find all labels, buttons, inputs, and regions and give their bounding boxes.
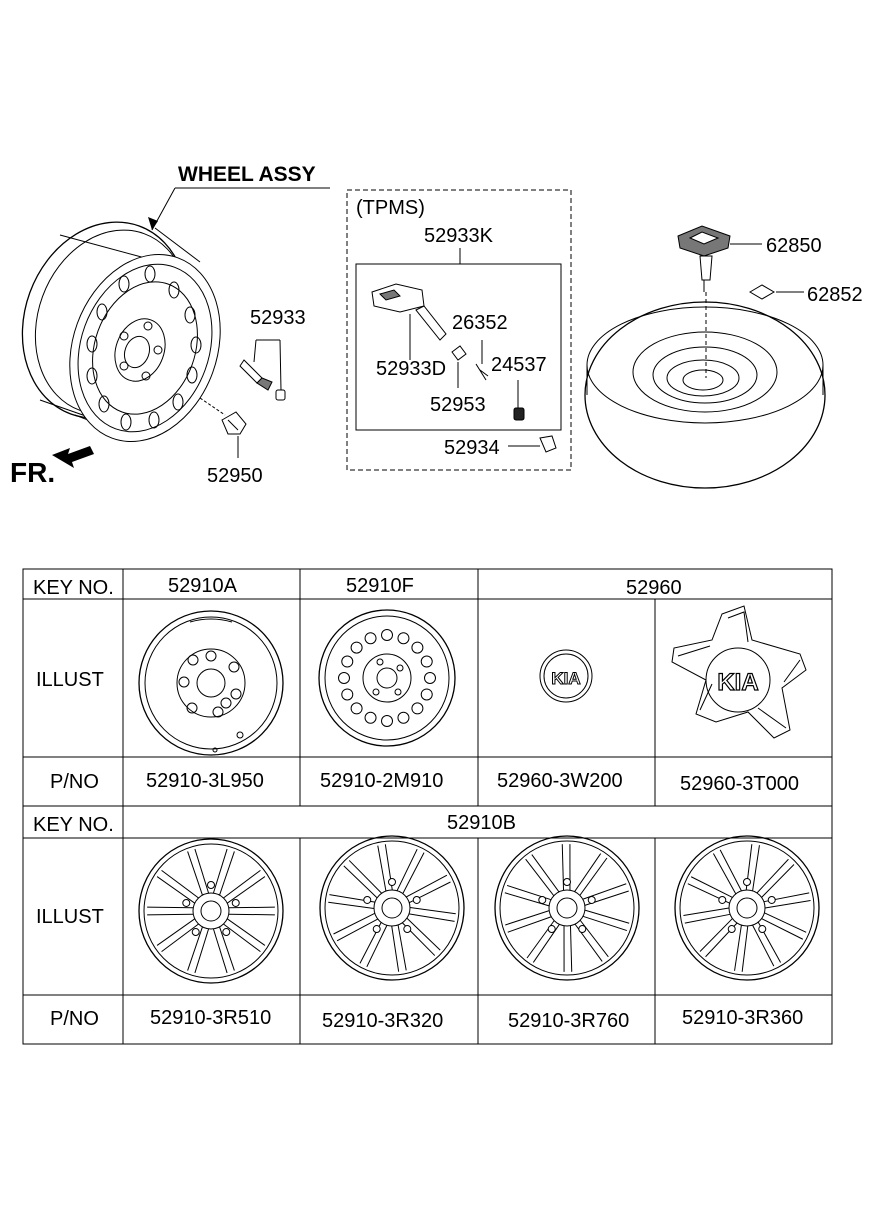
callout-24537: 24537 (491, 354, 547, 376)
key-52910B: 52910B (447, 812, 516, 834)
pno-header-1: P/NO (50, 771, 99, 793)
pno-52960-3W200: 52960-3W200 (497, 770, 623, 792)
alloy-wheel-52910-3R760 (494, 835, 640, 981)
callout-52933K: 52933K (424, 225, 494, 247)
alloy-wheel-52910-3R510 (138, 838, 284, 984)
key-52910F: 52910F (346, 575, 414, 597)
callout-52934: 52934 (444, 437, 500, 459)
callout-52933D: 52933D (376, 358, 446, 380)
kia-emblem-text-small: KIA (551, 669, 580, 688)
tpms-label: (TPMS) (356, 197, 425, 219)
kia-emblem-text-large: KIA (717, 669, 758, 696)
wheel-nut-part (221, 411, 247, 458)
parts-table (22, 568, 833, 1045)
pno-52910-2M910: 52910-2M910 (320, 770, 443, 792)
key-52910A: 52910A (168, 575, 238, 597)
pno-52910-3R320: 52910-3R320 (322, 1010, 443, 1032)
front-direction-arrow-icon (52, 446, 94, 468)
illust-center-cap-52960-3T000: KIA (671, 605, 807, 739)
pno-52960-3T000: 52960-3T000 (680, 773, 799, 795)
wheel-assembly-drawing (21, 187, 330, 443)
pno-52910-3R510: 52910-3R510 (150, 1007, 271, 1029)
key-no-header-2: KEY NO. (33, 814, 114, 836)
valve-stem-part (199, 339, 286, 416)
key-no-header-1: KEY NO. (33, 577, 114, 599)
wheel-assy-label: WHEEL ASSY (178, 163, 316, 186)
illust-header-1: ILLUST (36, 669, 104, 691)
tpms-group (346, 189, 572, 471)
callout-62850: 62850 (766, 235, 822, 257)
key-52960: 52960 (626, 577, 682, 599)
pno-header-2: P/NO (50, 1008, 99, 1030)
illust-alloy-wheels-row (138, 835, 820, 984)
pno-52910-3R760: 52910-3R760 (508, 1010, 629, 1032)
callout-52933: 52933 (250, 307, 306, 329)
callout-26352: 26352 (452, 312, 508, 334)
callout-52953: 52953 (430, 394, 486, 416)
alloy-wheel-52910-3R320 (319, 835, 465, 981)
alloy-wheel-52910-3R360 (674, 835, 820, 981)
pno-52910-3R360: 52910-3R360 (682, 1007, 803, 1029)
illust-steel-wheel-52910A (138, 610, 284, 756)
spare-tire-drawing (584, 225, 826, 489)
illust-emblem-52960-3W200: KIA (539, 649, 593, 703)
front-label: FR. (10, 457, 55, 488)
callout-62852: 62852 (807, 284, 863, 306)
pno-52910-3L950: 52910-3L950 (146, 770, 264, 792)
illust-header-2: ILLUST (36, 906, 104, 928)
illust-steel-wheel-52910F (318, 609, 456, 747)
callout-52950: 52950 (207, 465, 263, 487)
